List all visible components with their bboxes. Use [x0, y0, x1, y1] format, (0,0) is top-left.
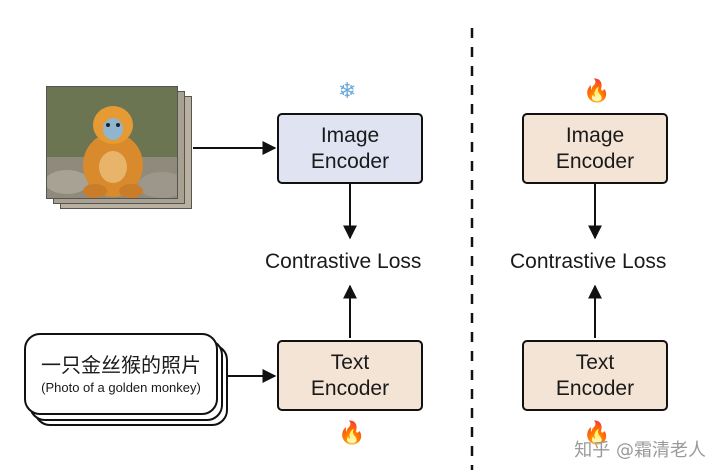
left-image-encoder-line2: Encoder [310, 149, 390, 173]
snowflake-icon: ❄ [338, 79, 357, 104]
left-text-encoder: Text Encoder [277, 340, 423, 411]
chinese-caption: 一只金丝猴的照片 [41, 353, 201, 377]
right-image-encoder-line1: Image [565, 123, 625, 147]
golden-monkey-photo [46, 86, 178, 199]
right-image-encoder-line2: Encoder [555, 149, 635, 173]
fire-icon: 🔥 [338, 421, 366, 446]
fire-icon: 🔥 [583, 421, 611, 446]
photo-stack [46, 86, 196, 212]
right-contrastive-loss: Contrastive Loss [510, 250, 667, 273]
fire-icon: 🔥 [583, 79, 611, 104]
right-text-encoder: Text Encoder [522, 340, 668, 411]
english-caption: (Photo of a golden monkey) [41, 380, 201, 395]
watermark: 知乎 @霜清老人 [574, 440, 706, 461]
text-input-card: 一只金丝猴的照片 (Photo of a golden monkey) [24, 333, 218, 415]
right-text-encoder-line2: Encoder [555, 376, 635, 400]
right-text-encoder-line1: Text [575, 350, 615, 374]
left-contrastive-loss: Contrastive Loss [265, 250, 422, 273]
left-image-encoder: Image Encoder [277, 113, 423, 184]
right-image-encoder: Image Encoder [522, 113, 668, 184]
left-image-encoder-line1: Image [320, 123, 380, 147]
left-text-encoder-line1: Text [330, 350, 370, 374]
left-text-encoder-line2: Encoder [310, 376, 390, 400]
monkey-illustration [47, 87, 177, 198]
